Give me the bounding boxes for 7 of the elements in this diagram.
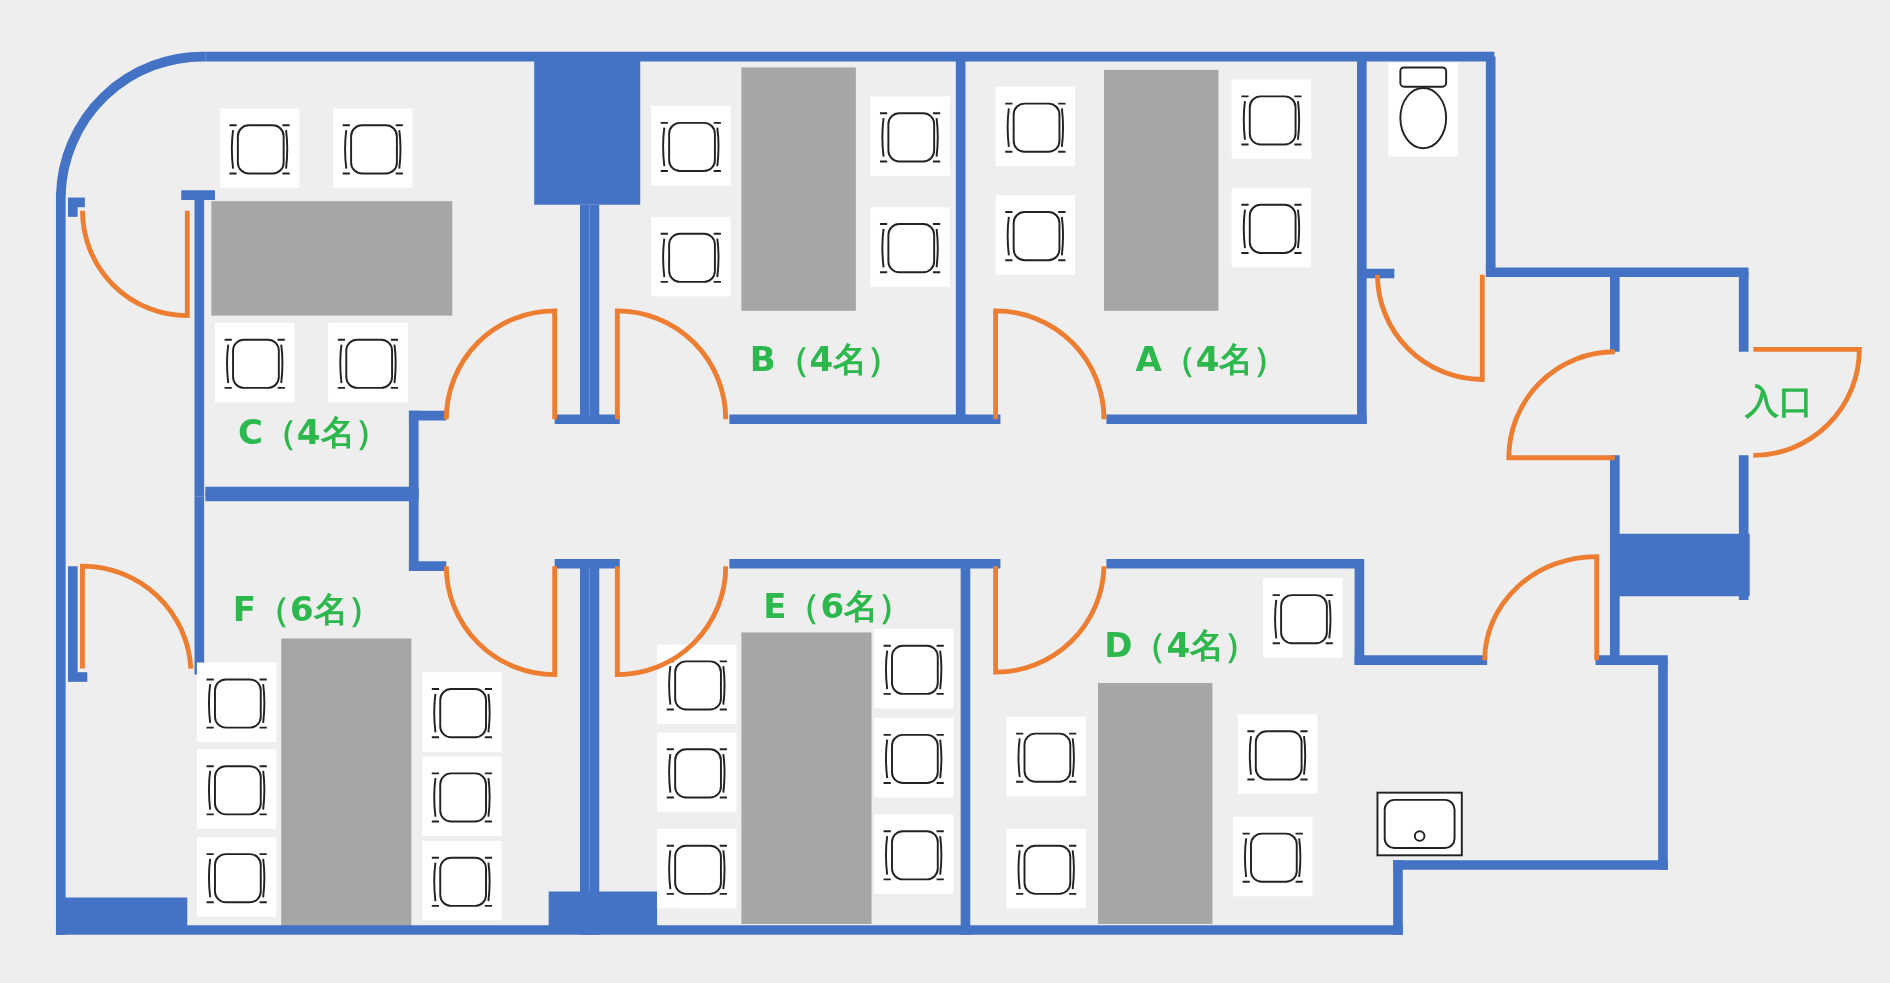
room-label: B（4名） — [749, 342, 902, 377]
entrance-label: 入口 — [1745, 384, 1814, 419]
room-label: F（6名） — [232, 591, 382, 626]
room-label: A（4名） — [1135, 342, 1288, 377]
room-label: C（4名） — [237, 414, 389, 449]
room-label: D（4名） — [1104, 627, 1259, 662]
room-label: E（6名） — [763, 589, 913, 624]
